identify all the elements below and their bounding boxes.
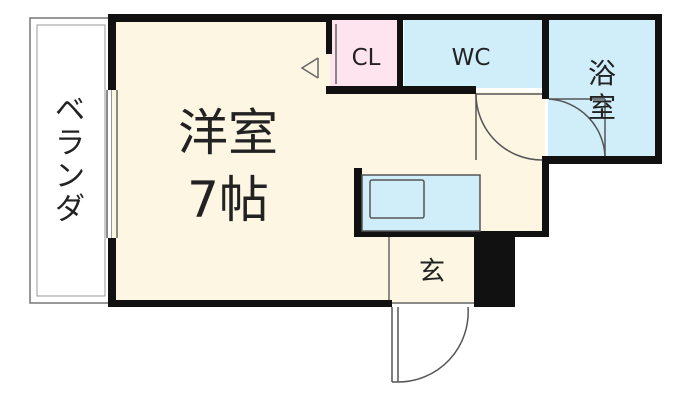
- balcony-label-1: ベ: [55, 93, 85, 128]
- bath-door: [548, 98, 606, 157]
- walls: [108, 14, 662, 307]
- toilet-label: WC: [452, 45, 491, 71]
- bathroom-label-1: 浴: [588, 57, 616, 90]
- bathroom: [548, 18, 658, 160]
- wc-door: [475, 93, 543, 161]
- entrance-label: 玄: [419, 257, 445, 287]
- balcony-label-4: ダ: [55, 192, 85, 227]
- western-room-size: 7帖: [187, 171, 269, 229]
- entrance-door: [391, 306, 469, 383]
- balcony-label-2: ラ: [55, 126, 85, 161]
- toilet-room: [404, 18, 542, 88]
- entrance: [392, 233, 474, 303]
- kitchen-counter: [354, 168, 481, 233]
- western-room-name: 洋室: [178, 104, 278, 162]
- balcony: ベ ラ ン ダ: [29, 17, 113, 304]
- closet-label: CL: [352, 45, 381, 71]
- balcony-label-3: ン: [55, 159, 85, 194]
- bathroom-label-2: 室: [588, 91, 616, 124]
- closet: [330, 18, 400, 88]
- kitchen-sink: [369, 179, 425, 219]
